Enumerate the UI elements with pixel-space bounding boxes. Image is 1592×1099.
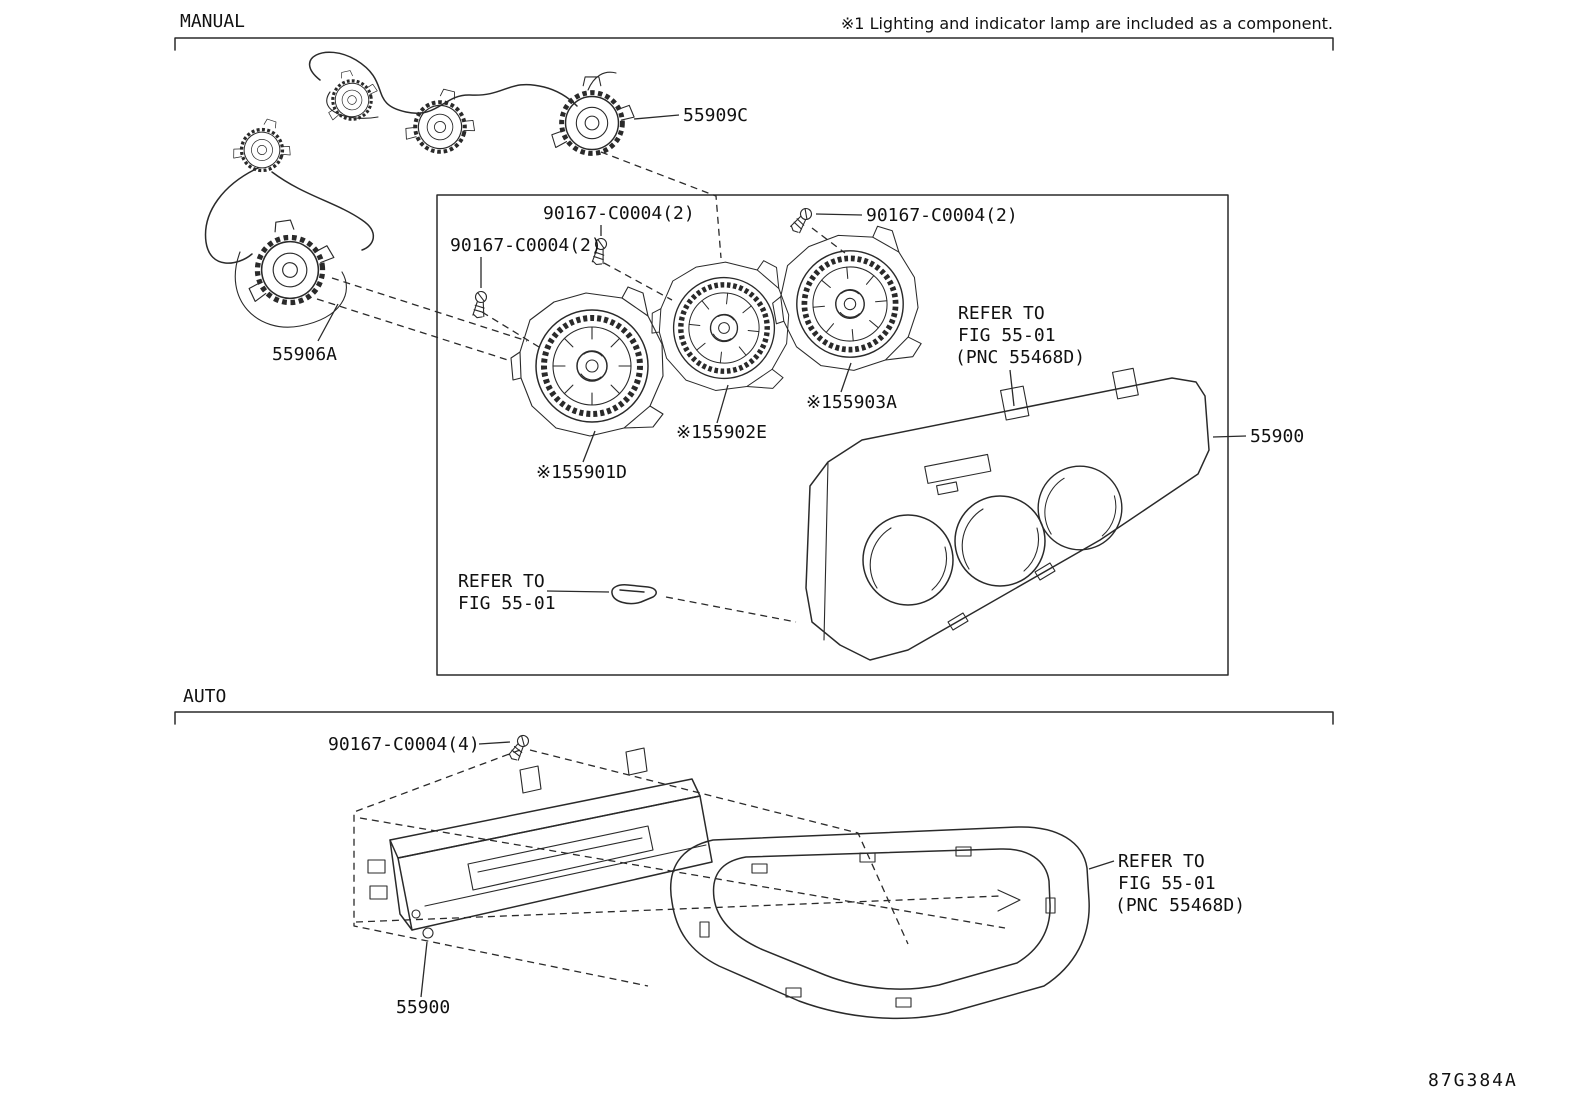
part-label-55906A: 55906A (272, 344, 337, 365)
footnote-text: ※1 Lighting and indicator lamp are inclu… (841, 14, 1333, 33)
screw-icon (507, 732, 532, 763)
auto-section-bracket (174, 711, 1334, 725)
screw-label-top-right: 90167-C0004(2) (866, 205, 1018, 226)
refer-clip-line1: REFER TO (458, 571, 545, 592)
knob-55902E (645, 250, 795, 398)
refer-bezel-line1: REFER TO (1118, 851, 1205, 872)
auto-control-unit (367, 747, 713, 939)
part-label-55909C: 55909C (683, 105, 748, 126)
refer-clip-line2: FIG 55-01 (458, 593, 556, 614)
connector-icon (552, 77, 634, 153)
part-label-55903A: ※155903A (806, 392, 897, 413)
screw-label-left: 90167-C0004(2) (450, 235, 602, 256)
part-label-55900-auto: 55900 (396, 997, 450, 1018)
screw-label-auto: 90167-C0004(4) (328, 734, 480, 755)
wire-harness-55906A (204, 110, 374, 328)
part-label-55901D: ※155901D (536, 462, 627, 483)
auto-bezel (670, 826, 1090, 1020)
refer-panel-line3: (PNC 55468D) (955, 347, 1085, 368)
connector-icon (228, 110, 301, 180)
knob-55901D (511, 287, 663, 436)
connector-icon (241, 215, 340, 308)
refer-panel-line2: FIG 55-01 (958, 325, 1056, 346)
auto-section-label: AUTO (183, 686, 226, 707)
screw-label-top-mid: 90167-C0004(2) (543, 203, 695, 224)
part-label-55900-manual: 55900 (1250, 426, 1304, 447)
connector-icon (402, 83, 482, 160)
knob-55903A (767, 223, 923, 377)
diagram-code: 87G384A (1428, 1070, 1518, 1091)
manual-parts-box (436, 194, 1229, 676)
wire-harness-55909C (308, 51, 635, 160)
part-label-55902E: ※155902E (676, 422, 767, 443)
assembly-dashed-lines (316, 151, 1006, 987)
refer-bezel-line3: (PNC 55468D) (1115, 895, 1245, 916)
refer-bezel-line2: FIG 55-01 (1118, 873, 1216, 894)
screw-icon (788, 205, 815, 235)
manual-section-bracket (174, 37, 1334, 51)
leader-lines (317, 114, 1247, 998)
clip-part (611, 584, 657, 605)
manual-section-label: MANUAL (180, 11, 245, 32)
refer-panel-line1: REFER TO (958, 303, 1045, 324)
